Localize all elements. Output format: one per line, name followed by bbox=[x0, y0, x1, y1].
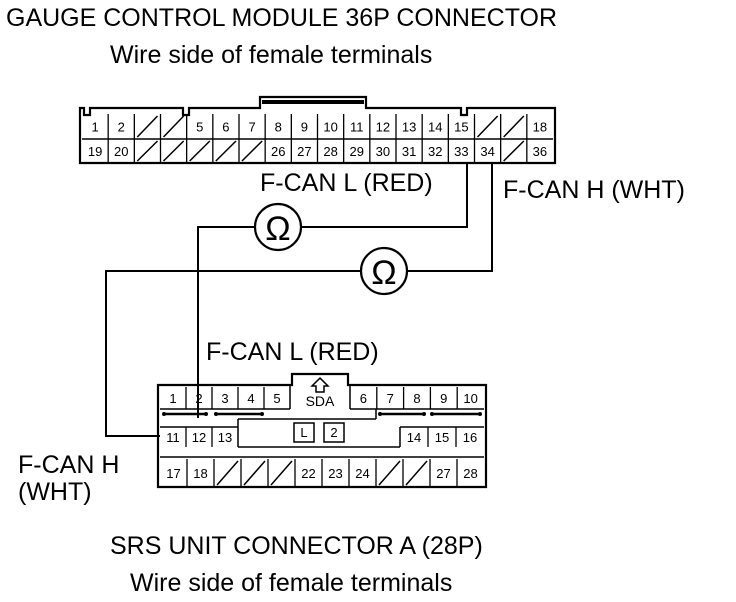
terminal-8: 8 bbox=[413, 391, 420, 406]
terminal-19: 19 bbox=[88, 144, 102, 159]
terminal-31: 31 bbox=[402, 144, 416, 159]
empty-cavity-slash bbox=[216, 460, 239, 486]
empty-cavity-slash bbox=[241, 140, 263, 162]
fcan-l-label-top: F-CAN L (RED) bbox=[260, 169, 433, 197]
empty-cavity-slash bbox=[476, 115, 499, 138]
terminal-14: 14 bbox=[428, 120, 442, 135]
empty-cavity-slash bbox=[405, 460, 428, 486]
terminal-7: 7 bbox=[248, 120, 255, 135]
empty-cavity-slash bbox=[503, 115, 525, 138]
terminal-10: 10 bbox=[323, 120, 337, 135]
fcan-h-label-left: F-CAN H bbox=[18, 451, 119, 479]
terminal-18: 18 bbox=[533, 120, 547, 135]
terminal-11: 11 bbox=[166, 430, 180, 445]
terminal-6: 6 bbox=[360, 391, 367, 406]
terminal-12: 12 bbox=[376, 120, 390, 135]
srs-connector-title: SRS UNIT CONNECTOR A (28P) bbox=[110, 532, 483, 560]
empty-cavity-slash bbox=[378, 460, 401, 486]
empty-cavity-slash bbox=[215, 140, 237, 162]
gauge-connector-subtitle: Wire side of female terminals bbox=[110, 41, 432, 69]
terminal-2: 2 bbox=[195, 391, 202, 406]
terminal-32: 32 bbox=[428, 144, 442, 159]
empty-cavity-slash bbox=[136, 115, 159, 138]
terminal-1: 1 bbox=[169, 391, 176, 406]
terminal-27: 27 bbox=[436, 466, 450, 481]
terminal-16: 16 bbox=[463, 430, 477, 445]
mini-box-l: L bbox=[300, 425, 307, 440]
terminal-9: 9 bbox=[440, 391, 447, 406]
terminal-23: 23 bbox=[328, 466, 342, 481]
terminal-3: 3 bbox=[221, 391, 228, 406]
terminal-24: 24 bbox=[355, 466, 369, 481]
empty-cavity-slash bbox=[189, 140, 211, 162]
terminal-26: 26 bbox=[271, 144, 285, 159]
svg-text:Ω: Ω bbox=[265, 210, 290, 248]
terminal-6: 6 bbox=[222, 120, 229, 135]
terminal-22: 22 bbox=[301, 466, 315, 481]
terminal-28: 28 bbox=[463, 466, 477, 481]
terminal-8: 8 bbox=[275, 120, 282, 135]
empty-cavity-slash bbox=[136, 140, 159, 162]
empty-cavity-slash bbox=[503, 140, 525, 162]
fcan-h-label-top: F-CAN H (WHT) bbox=[503, 176, 685, 204]
terminal-13: 13 bbox=[218, 430, 232, 445]
mini-box-2: 2 bbox=[330, 425, 337, 440]
wiring: Ω Ω bbox=[105, 163, 493, 437]
terminal-29: 29 bbox=[350, 144, 364, 159]
up-arrow-icon bbox=[310, 376, 330, 393]
terminal-5: 5 bbox=[196, 120, 203, 135]
wire-fcan-l bbox=[302, 163, 468, 228]
terminal-13: 13 bbox=[402, 120, 416, 135]
wire-fcan-h bbox=[408, 163, 493, 272]
terminal-11: 11 bbox=[350, 120, 364, 135]
terminal-4: 4 bbox=[247, 391, 254, 406]
wire-fcan-l-to-srs bbox=[197, 226, 254, 418]
terminal-5: 5 bbox=[273, 391, 280, 406]
terminal-9: 9 bbox=[301, 120, 308, 135]
terminal-17: 17 bbox=[166, 466, 180, 481]
empty-cavity-slash bbox=[243, 460, 266, 486]
empty-cavity-slash bbox=[270, 460, 293, 486]
empty-cavity-slash bbox=[162, 115, 185, 138]
ohmmeter-icon: Ω bbox=[359, 246, 409, 296]
terminal-27: 27 bbox=[297, 144, 311, 159]
wire-fcan-h-to-srs bbox=[105, 270, 360, 437]
terminal-7: 7 bbox=[387, 391, 394, 406]
svg-text:Ω: Ω bbox=[371, 254, 396, 292]
fcan-l-label-mid: F-CAN L (RED) bbox=[206, 338, 379, 366]
empty-cavity-slash bbox=[162, 140, 185, 162]
terminal-28: 28 bbox=[323, 144, 337, 159]
srs-connector-subtitle: Wire side of female terminals bbox=[130, 569, 452, 597]
terminal-2: 2 bbox=[118, 120, 125, 135]
terminal-12: 12 bbox=[192, 430, 206, 445]
terminal-15: 15 bbox=[435, 430, 449, 445]
terminal-15: 15 bbox=[454, 120, 468, 135]
terminal-30: 30 bbox=[376, 144, 390, 159]
terminal-14: 14 bbox=[407, 430, 421, 445]
fcan-h-label-left-color: (WHT) bbox=[18, 478, 92, 506]
terminal-34: 34 bbox=[480, 144, 494, 159]
terminal-10: 10 bbox=[463, 391, 477, 406]
terminal-1: 1 bbox=[91, 120, 98, 135]
terminal-36: 36 bbox=[533, 144, 547, 159]
ohmmeter-icon: Ω bbox=[253, 202, 303, 252]
gauge-row-2: 19 20 26 27 28 29 30 31 32 33 34 36 bbox=[88, 139, 547, 163]
sda-label: SDA bbox=[306, 393, 335, 409]
terminal-18: 18 bbox=[193, 466, 207, 481]
terminal-33: 33 bbox=[454, 144, 468, 159]
terminal-20: 20 bbox=[114, 144, 128, 159]
gauge-connector-title: GAUGE CONTROL MODULE 36P CONNECTOR bbox=[6, 4, 557, 32]
